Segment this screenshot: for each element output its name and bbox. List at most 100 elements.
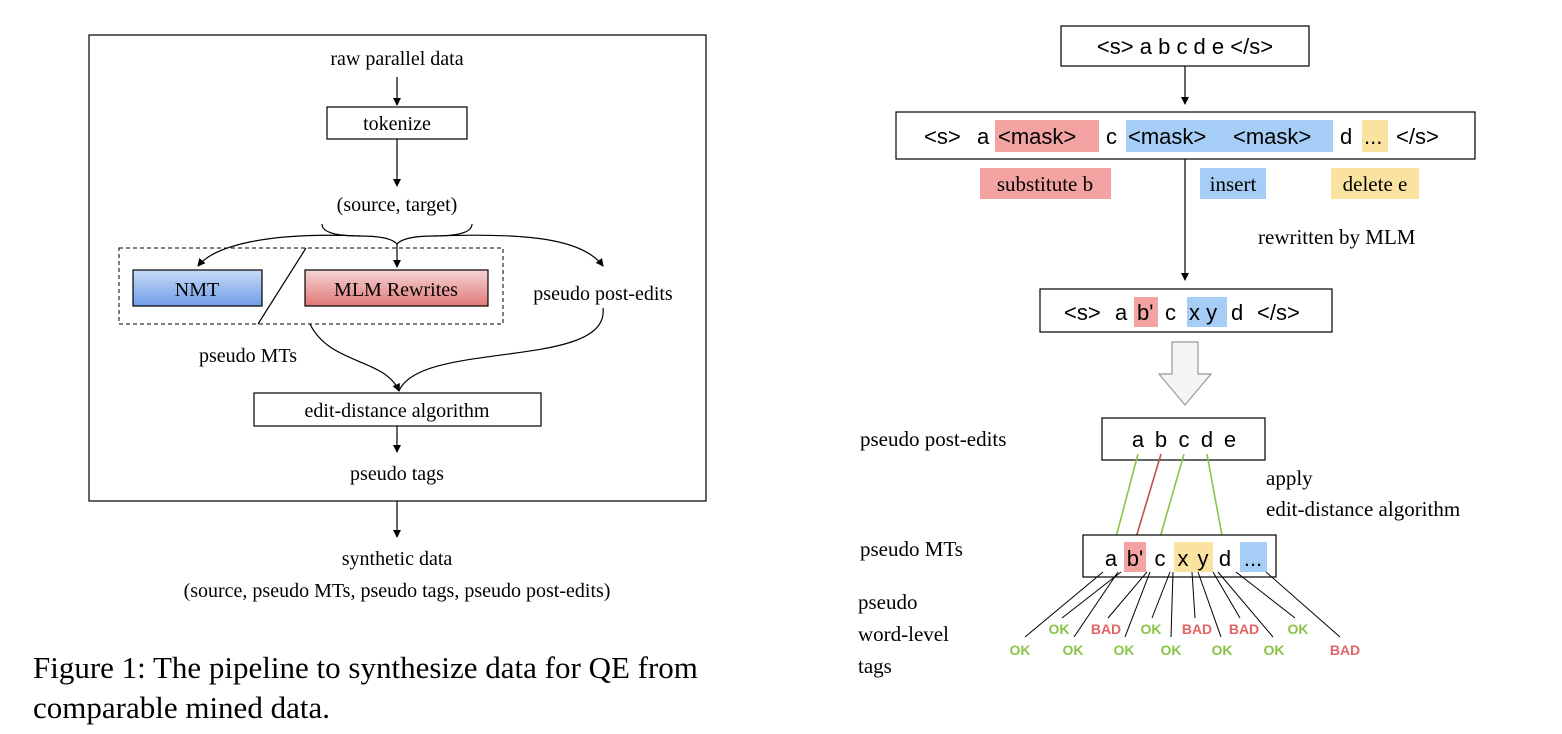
pmt-token-y: y xyxy=(1198,546,1209,571)
apply-algorithm-label: edit-distance algorithm xyxy=(1266,497,1460,521)
rewritten-xy-highlight xyxy=(1187,297,1227,327)
source-target-brace xyxy=(321,223,473,245)
tag-top-6: OK xyxy=(1288,621,1309,637)
align-a xyxy=(1114,453,1139,542)
tag-line xyxy=(1170,571,1174,638)
ppe-token-b: b xyxy=(1155,427,1167,452)
word-level-tags-label-1: pseudo xyxy=(858,590,918,614)
align-c xyxy=(1158,453,1185,542)
rewritten-sequence-box xyxy=(1039,288,1333,333)
synthetic-tuple-label: (source, pseudo MTs, pseudo tags, pseudo… xyxy=(184,580,611,602)
tag-line xyxy=(1217,571,1274,638)
nmt-box xyxy=(132,269,263,307)
masked-c-token: c xyxy=(1106,124,1117,149)
rewritten-b-token: b' xyxy=(1137,300,1153,325)
tag-line xyxy=(1191,571,1196,619)
rewritten-d-token: d xyxy=(1231,300,1243,325)
pmt-token-d: d xyxy=(1219,546,1231,571)
pmt-token-x: x xyxy=(1178,546,1189,571)
arrow-edits-to-algorithm xyxy=(398,307,604,392)
caption-line-1: Figure 1: The pipeline to synthesize dat… xyxy=(33,650,698,685)
masked-a-token: a xyxy=(977,124,990,149)
legend-delete-swatch xyxy=(1331,168,1419,199)
rewritten-s-token: <s> xyxy=(1064,300,1101,325)
apply-label: apply xyxy=(1266,466,1313,490)
pmt-token-a: a xyxy=(1105,546,1118,571)
pseudo-post-edits-side-label: pseudo post-edits xyxy=(860,427,1006,451)
tag-top-2: BAD xyxy=(1091,621,1121,637)
original-sequence-box xyxy=(1060,25,1310,67)
right-example-diagram: <s> a b c d e </s> <s> a <mask> c <mask>… xyxy=(858,25,1476,678)
legend-insert-swatch xyxy=(1200,168,1266,199)
ppe-token-c: c xyxy=(1179,427,1190,452)
tag-bottom-2: OK xyxy=(1063,642,1084,658)
tag-top-5: BAD xyxy=(1229,621,1259,637)
pmt-b-highlight xyxy=(1124,542,1146,572)
masked-dots-token: ... xyxy=(1364,124,1382,149)
legend-substitute-label: substitute b xyxy=(997,172,1093,196)
ppe-token-a: a xyxy=(1132,427,1145,452)
mlm-rewrites-box xyxy=(304,269,489,307)
pseudo-mts-label: pseudo MTs xyxy=(199,345,297,367)
tag-bottom-1: OK xyxy=(1010,642,1031,658)
tokenize-box xyxy=(326,106,468,140)
tag-bottom-3: OK xyxy=(1114,642,1135,658)
mask-insert-highlight xyxy=(1126,120,1333,152)
tag-line xyxy=(1265,571,1341,638)
word-level-tags-label-2: word-level xyxy=(858,622,949,646)
group-slash xyxy=(257,247,307,325)
pseudo-post-edits-label: pseudo post-edits xyxy=(533,283,673,305)
tag-line xyxy=(1124,571,1151,638)
rewritten-by-mlm-label: rewritten by MLM xyxy=(1258,225,1416,249)
synthetic-data-label: synthetic data xyxy=(342,548,453,570)
tag-line xyxy=(1235,571,1296,619)
original-sequence: <s> a b c d e </s> xyxy=(1097,34,1273,59)
tokenize-label: tokenize xyxy=(363,113,431,135)
legend-delete-label: delete e xyxy=(1343,172,1408,196)
tag-lines xyxy=(1024,571,1341,638)
caption-line-2: comparable mined data. xyxy=(33,690,330,725)
pseudo-mts-side-label: pseudo MTs xyxy=(860,537,963,561)
edit-distance-label: edit-distance algorithm xyxy=(305,400,490,422)
rewritten-a-token: a xyxy=(1115,300,1128,325)
tag-bottom-4: OK xyxy=(1161,642,1182,658)
tag-bottom-6: OK xyxy=(1264,642,1285,658)
rewritten-b-highlight xyxy=(1134,297,1158,327)
mask-delete-highlight xyxy=(1362,120,1388,152)
align-d xyxy=(1206,453,1224,542)
legend-substitute-swatch xyxy=(980,168,1111,199)
mlm-rewrites-label: MLM Rewrites xyxy=(334,279,458,301)
mask-token-3: <mask> xyxy=(1233,124,1311,149)
pmt-token-dots: ... xyxy=(1244,546,1262,571)
align-b xyxy=(1134,453,1162,542)
tag-bottom-5: OK xyxy=(1212,642,1233,658)
masked-es-token: </s> xyxy=(1396,124,1439,149)
pmt-token-b: b' xyxy=(1127,546,1143,571)
arrow-to-nmt xyxy=(197,234,361,267)
rewritten-xy-token: x y xyxy=(1189,300,1217,325)
figure-caption: Figure 1: The pipeline to synthesize dat… xyxy=(33,648,793,728)
tag-line xyxy=(1197,571,1222,638)
arrow-to-post-edits xyxy=(433,234,604,267)
pmt-dots-highlight xyxy=(1240,542,1267,572)
pmt-xy-highlight xyxy=(1174,542,1213,572)
pmt-token-c: c xyxy=(1155,546,1166,571)
tag-line xyxy=(1212,571,1241,619)
legend-insert-label: insert xyxy=(1210,172,1257,196)
pseudo-mt-group-dashed xyxy=(118,247,504,325)
post-edit-box xyxy=(1101,417,1266,461)
masked-d-token: d xyxy=(1340,124,1352,149)
arrow-mts-to-algorithm xyxy=(309,323,400,392)
mask-substitute-highlight xyxy=(995,120,1099,152)
mask-token-2: <mask> xyxy=(1128,124,1206,149)
tag-line xyxy=(1151,571,1171,619)
ppe-token-d: d xyxy=(1201,427,1213,452)
tag-line xyxy=(1024,571,1104,638)
source-target-label: (source, target) xyxy=(337,194,458,216)
tag-top-1: OK xyxy=(1049,621,1070,637)
hollow-down-arrow xyxy=(1157,341,1213,406)
tag-top-4: BAD xyxy=(1182,621,1212,637)
left-pipeline-diagram: raw parallel data tokenize (source, targ… xyxy=(88,34,707,602)
tag-line xyxy=(1061,571,1122,619)
